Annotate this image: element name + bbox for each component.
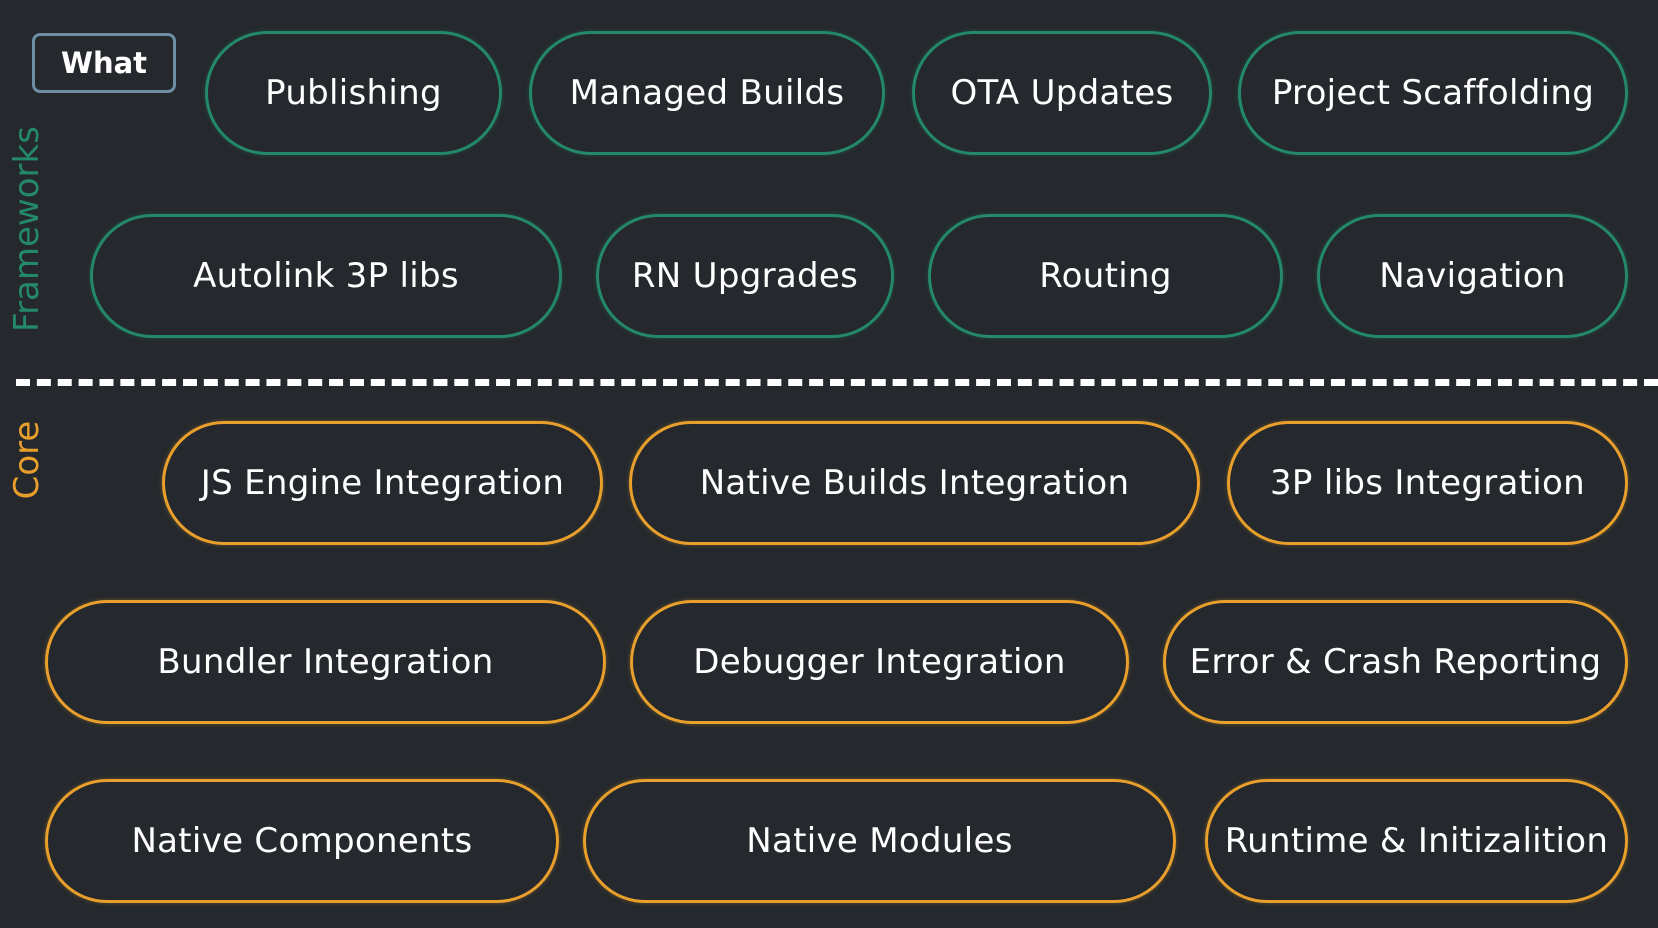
core-item-debugger-integration: Debugger Integration [630,600,1129,724]
core-item-error-crash-reporting: Error & Crash Reporting [1163,600,1628,724]
frameworks-section-label: Frameworks [7,126,47,332]
frameworks-item-navigation: Navigation [1317,214,1628,338]
frameworks-item-autolink-3p-libs: Autolink 3P libs [90,214,562,338]
core-item-bundler-integration: Bundler Integration [45,600,606,724]
section-divider [16,379,1658,386]
core-item-native-components: Native Components [45,779,559,903]
frameworks-item-rn-upgrades: RN Upgrades [596,214,894,338]
core-section-label: Core [7,420,47,500]
core-item-js-engine-integration: JS Engine Integration [162,421,603,545]
frameworks-item-project-scaffolding: Project Scaffolding [1238,31,1628,155]
core-item-3p-libs-integration: 3P libs Integration [1227,421,1628,545]
core-item-native-modules: Native Modules [583,779,1176,903]
what-badge: What [32,33,176,93]
core-item-runtime-initialization: Runtime & Initizalition [1205,779,1628,903]
frameworks-item-routing: Routing [928,214,1283,338]
frameworks-item-ota-updates: OTA Updates [912,31,1212,155]
frameworks-item-publishing: Publishing [205,31,502,155]
frameworks-item-managed-builds: Managed Builds [529,31,885,155]
core-item-native-builds-integration: Native Builds Integration [629,421,1200,545]
